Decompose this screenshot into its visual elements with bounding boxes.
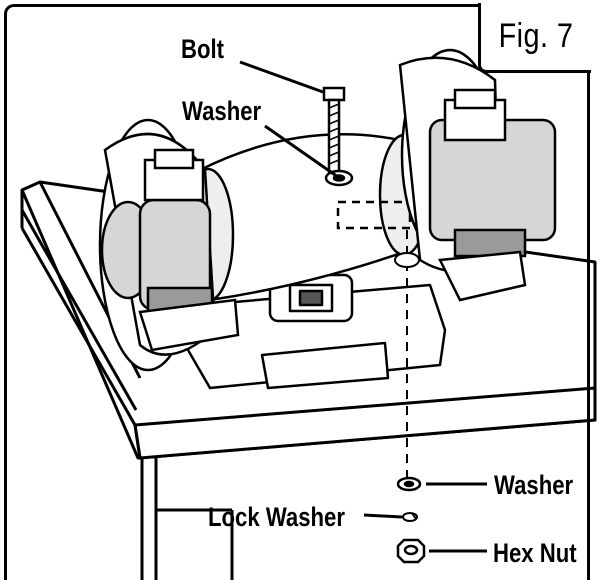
right-wheel-guard	[398, 48, 557, 302]
leader-lines	[239, 60, 487, 553]
figure-label-box: Fig. 7	[478, 3, 591, 73]
bolt-callout: Bolt	[181, 34, 225, 64]
figure-label: Fig. 7	[498, 17, 574, 55]
grinder-base	[186, 273, 447, 390]
hex-nut-part	[396, 538, 426, 564]
lock-washer-part	[402, 512, 418, 522]
hex-nut-callout: Hex Nut	[493, 538, 577, 568]
bottom-washer-callout: Washer	[494, 470, 574, 500]
bottom-washer-part	[396, 476, 422, 492]
left-wheel-guard	[98, 118, 240, 372]
mounting-hole	[394, 252, 420, 268]
figure-frame	[4, 4, 590, 580]
lock-washer-callout: Lock Washer	[208, 502, 345, 532]
top-washer-callout: Washer	[182, 96, 262, 126]
